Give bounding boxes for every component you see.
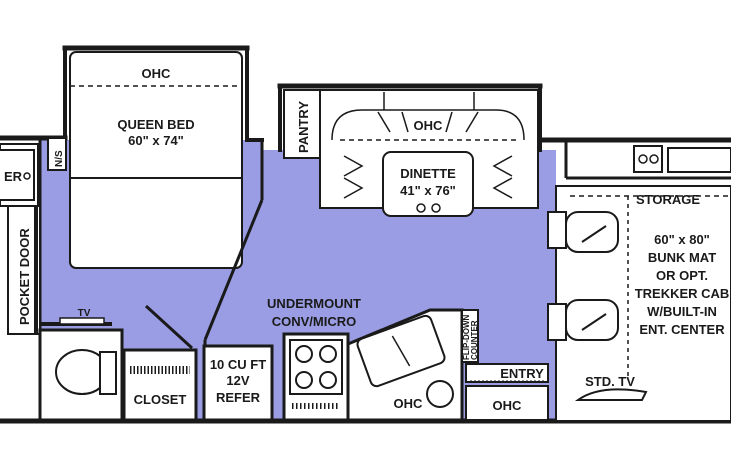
std-tv-label: STD. TV	[585, 374, 635, 389]
entry-label: ENTRY	[500, 366, 544, 381]
kitchen-counter	[346, 308, 464, 422]
refrigerator	[202, 344, 274, 422]
dinette-label: DINETTE	[400, 166, 456, 181]
micro-label-2: CONV/MICRO	[272, 314, 357, 329]
fridge-left-label: ER	[4, 169, 23, 184]
bunk-label-5: W/BUILT-IN	[647, 304, 717, 319]
stove	[282, 332, 350, 422]
entry-ohc-label: OHC	[493, 398, 523, 413]
bunk-label-6: ENT. CENTER	[639, 322, 725, 337]
tv-left-label: TV	[78, 308, 91, 319]
nightstand	[47, 137, 67, 171]
pocket-door-label: POCKET DOOR	[17, 228, 32, 325]
bunk-label-2: BUNK MAT	[648, 250, 716, 265]
dinette-ohc-label: OHC	[414, 118, 444, 133]
flip-down-label-1: FLIP-DOWN	[462, 314, 471, 360]
sink-ohc-label: OHC	[394, 396, 424, 411]
bunk-label-1: 60" x 80"	[654, 232, 710, 247]
flip-down-counter	[461, 309, 479, 363]
cab-area	[547, 140, 731, 422]
closet	[122, 348, 198, 422]
tv-left	[40, 317, 112, 326]
refer-label-1: 10 CU FT	[210, 357, 266, 372]
queen-bed	[69, 51, 243, 269]
flip-down-label-2: COUNTER	[470, 320, 479, 360]
queen-bed-label: QUEEN BED	[117, 117, 194, 132]
entry-ohc	[465, 385, 549, 421]
bunk-label-3: OR OPT.	[656, 268, 708, 283]
dinette-size: 41" x 76"	[400, 183, 456, 198]
dinette	[319, 89, 539, 217]
micro-label-1: UNDERMOUNT	[267, 296, 361, 311]
pocket-door	[7, 205, 41, 335]
bathroom	[38, 328, 124, 422]
bunk-label-4: TREKKER CAB	[635, 286, 730, 301]
storage-label: STORAGE	[636, 192, 700, 207]
refer-label-2: 12V	[226, 373, 249, 388]
bed-ohc-label: OHC	[142, 66, 172, 81]
refer-label-3: REFER	[216, 390, 261, 405]
queen-bed-size: 60" x 74"	[128, 133, 184, 148]
closet-label: CLOSET	[134, 392, 187, 407]
entry	[465, 363, 549, 383]
pantry-label: PANTRY	[296, 101, 311, 153]
nightstand-label: N/S	[54, 150, 65, 167]
